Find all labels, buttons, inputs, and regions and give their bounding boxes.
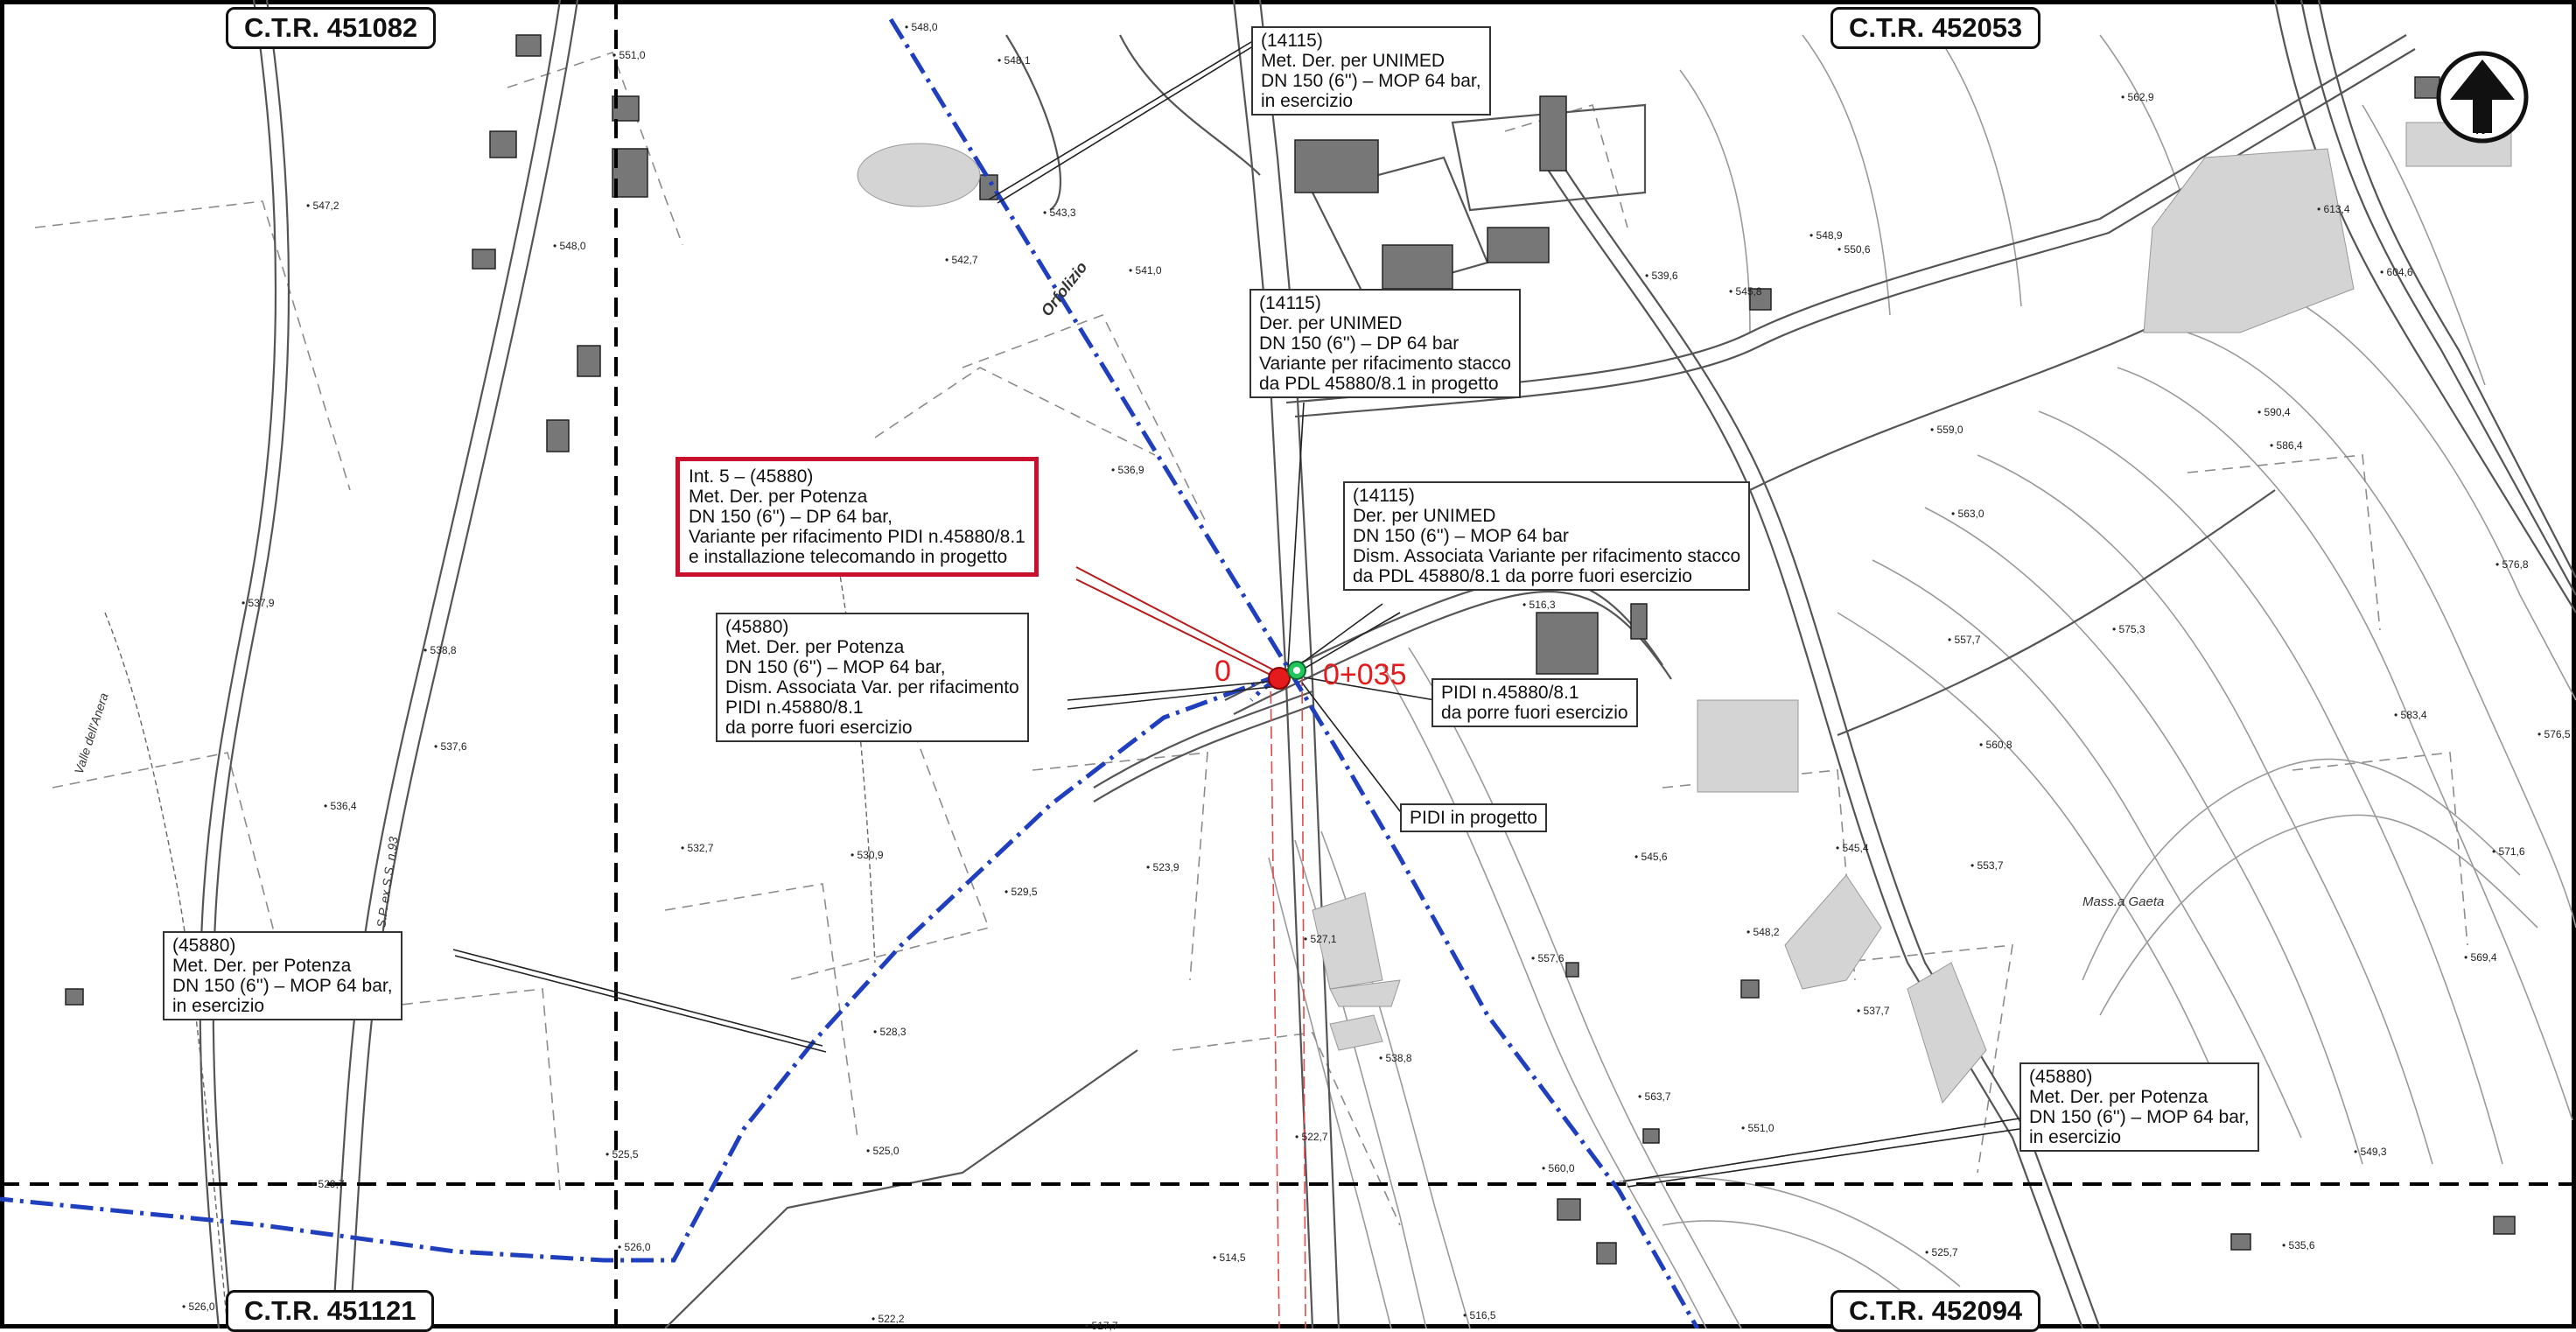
spot-height: • 547,2: [306, 200, 340, 212]
tile-label-se: C.T.R. 452094: [1830, 1290, 2041, 1332]
spot-height: • 551,0: [1741, 1122, 1774, 1134]
tile-label-sw: C.T.R. 451121: [226, 1290, 435, 1332]
spot-height: • 557,6: [1531, 952, 1564, 964]
pidi-symbol-existing: [1268, 667, 1291, 690]
corridor-lines: [1270, 673, 1306, 1328]
shaded-areas: [857, 122, 2512, 1104]
tile-label-nw: C.T.R. 451082: [226, 7, 437, 49]
callout-unimed-variant-project[interactable]: (14115) Der. per UNIMED DN 150 (6'') – D…: [1250, 289, 1521, 398]
spot-height: • 545,8: [1729, 285, 1762, 298]
spot-height: • 560,8: [1979, 739, 2012, 751]
spot-height: • 528,3: [873, 1026, 906, 1038]
spot-height: • 563,7: [1638, 1090, 1671, 1103]
spot-height: • 536,9: [1111, 464, 1144, 476]
north-label: N: [2475, 123, 2486, 137]
tile-label-ne: C.T.R. 452053: [1830, 7, 2041, 49]
spot-height: • 529,7: [312, 1178, 345, 1190]
callout-pidi-out-of-service[interactable]: PIDI n.45880/8.1 da porre fuori esercizi…: [1432, 678, 1638, 727]
spot-height: • 522,7: [1295, 1131, 1328, 1143]
spot-height: • 530,9: [850, 849, 884, 861]
chainage-end: 0+035: [1323, 658, 1407, 691]
spot-height: • 514,5: [1213, 1251, 1246, 1264]
spot-height: • 536,4: [324, 800, 357, 812]
pidi-symbol-new: [1287, 661, 1306, 680]
spot-height: • 545,4: [1836, 842, 1869, 854]
spot-height: • 526,0: [618, 1241, 651, 1253]
callout-potenza-existing-south[interactable]: (45880) Met. Der. per Potenza DN 150 (6'…: [2020, 1062, 2259, 1152]
leader-lines: [452, 36, 2020, 1188]
spot-height: • 548,0: [553, 240, 586, 252]
spot-height: • 553,7: [1970, 859, 2004, 872]
spot-height: • 537,9: [242, 597, 275, 609]
spot-height: • 562,9: [2121, 91, 2154, 103]
callout-unimed-met-existing[interactable]: (14115) Met. Der. per UNIMED DN 150 (6''…: [1251, 26, 1491, 116]
spot-height: • 541,0: [1129, 264, 1162, 277]
spot-height: • 529,5: [1004, 886, 1038, 898]
spot-height: • 545,6: [1634, 851, 1668, 863]
spot-height: • 548,2: [1746, 926, 1780, 938]
spot-height: • 523,9: [1146, 861, 1180, 873]
spot-height: • 543,3: [1043, 207, 1076, 219]
spot-height: • 537,7: [1857, 1005, 1890, 1017]
spot-height: • 525,7: [1925, 1246, 1958, 1258]
spot-height: • 532,7: [681, 842, 714, 854]
spot-height: • 557,7: [1948, 634, 1981, 646]
spot-height: • 522,2: [872, 1313, 905, 1325]
place-massa-gaeta: Mass.a Gaeta: [2082, 894, 2165, 909]
spot-height: • 576,5: [2538, 728, 2571, 740]
spot-height: • 604,6: [2380, 266, 2413, 278]
spot-height: • 559,0: [1930, 424, 1964, 436]
spot-height: • 535,6: [2282, 1239, 2315, 1251]
callout-int5-potenza-variant[interactable]: Int. 5 – (45880) Met. Der. per Potenza D…: [676, 457, 1039, 577]
north-arrow-icon: [2436, 51, 2529, 144]
spot-height: • 516,5: [1463, 1309, 1496, 1321]
spot-height: • 538,8: [1379, 1052, 1412, 1064]
spot-height: • 548,9: [1810, 229, 1843, 242]
leader-lines-red: [1075, 566, 1282, 680]
spot-height: • 613,4: [2317, 203, 2350, 215]
callout-potenza-dismission[interactable]: (45880) Met. Der. per Potenza DN 150 (6'…: [716, 613, 1029, 742]
spot-height: • 537,6: [434, 740, 467, 753]
callout-unimed-dismission[interactable]: (14115) Der. per UNIMED DN 150 (6'') – M…: [1343, 481, 1751, 591]
spot-height: • 571,6: [2492, 845, 2525, 858]
spot-height: • 525,0: [866, 1145, 900, 1157]
spot-height: • 548,1: [998, 54, 1031, 67]
spot-height: • 590,4: [2258, 406, 2291, 418]
spot-height: • 539,6: [1645, 270, 1678, 282]
spot-height: • 583,4: [2394, 709, 2427, 721]
spot-height: • 551,0: [612, 49, 646, 61]
spot-height: • 550,6: [1838, 243, 1871, 256]
spot-height: • 549,3: [2354, 1146, 2387, 1158]
watercourses: [104, 524, 876, 1328]
spot-height: • 575,3: [2112, 623, 2146, 635]
spot-height: • 516,3: [1522, 599, 1556, 611]
spot-height: • 576,8: [2496, 558, 2529, 571]
spot-height: • 538,8: [424, 644, 457, 656]
spot-height: • 526,0: [182, 1300, 215, 1313]
spot-height: • 525,5: [606, 1148, 639, 1160]
callout-pidi-project[interactable]: PIDI in progetto: [1400, 803, 1547, 832]
spot-height: • 560,0: [1542, 1162, 1575, 1174]
spot-height: • 563,0: [1951, 508, 1984, 520]
spot-height: • 517,7: [1085, 1320, 1118, 1332]
spot-height: • 569,4: [2464, 951, 2497, 964]
spot-height: • 527,1: [1304, 933, 1337, 945]
chainage-start: 0: [1214, 655, 1231, 688]
spot-height: • 542,7: [945, 254, 978, 266]
spot-height: • 586,4: [2270, 439, 2303, 452]
spot-height: • 548,0: [905, 21, 938, 33]
contour-lines: [1268, 17, 2576, 1328]
callout-potenza-existing-west[interactable]: (45880) Met. Der. per Potenza DN 150 (6'…: [163, 931, 402, 1020]
